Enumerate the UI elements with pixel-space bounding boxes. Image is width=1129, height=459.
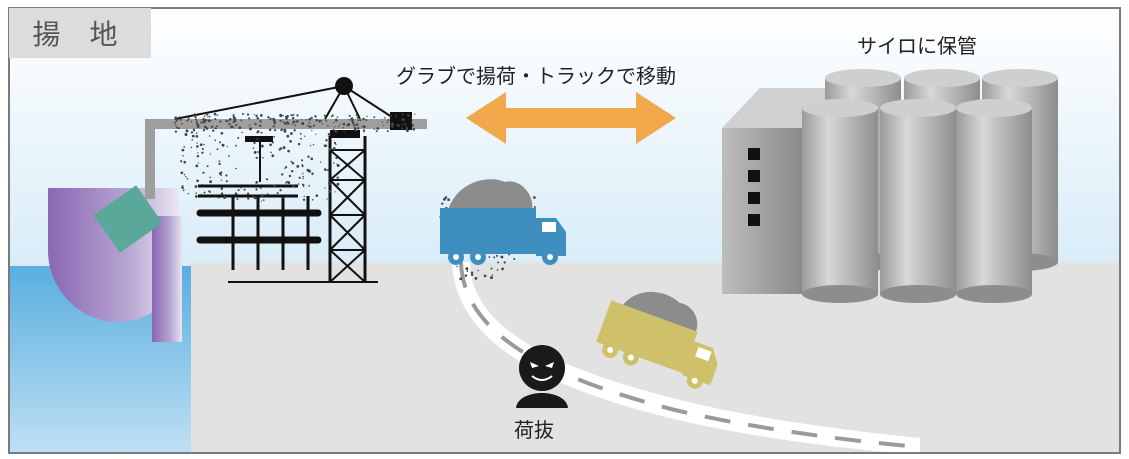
dust-particles bbox=[173, 112, 536, 281]
page-title: 揚 地 bbox=[9, 8, 151, 58]
storage-label: サイロに保管 bbox=[857, 34, 977, 58]
road-centerline bbox=[459, 261, 921, 449]
cargo-block bbox=[93, 185, 163, 253]
transfer-label: グラブで揚荷・トラックで移動 bbox=[396, 64, 676, 88]
thief-icon bbox=[516, 345, 568, 408]
silo-icon bbox=[802, 69, 1058, 303]
ship-hull-icon bbox=[48, 185, 182, 342]
dump-truck-icon bbox=[596, 292, 718, 389]
double-arrow-icon bbox=[466, 92, 676, 144]
dump-truck-icon bbox=[440, 179, 566, 265]
theft-label: 荷抜 bbox=[514, 418, 554, 442]
frame-border bbox=[8, 7, 1121, 454]
